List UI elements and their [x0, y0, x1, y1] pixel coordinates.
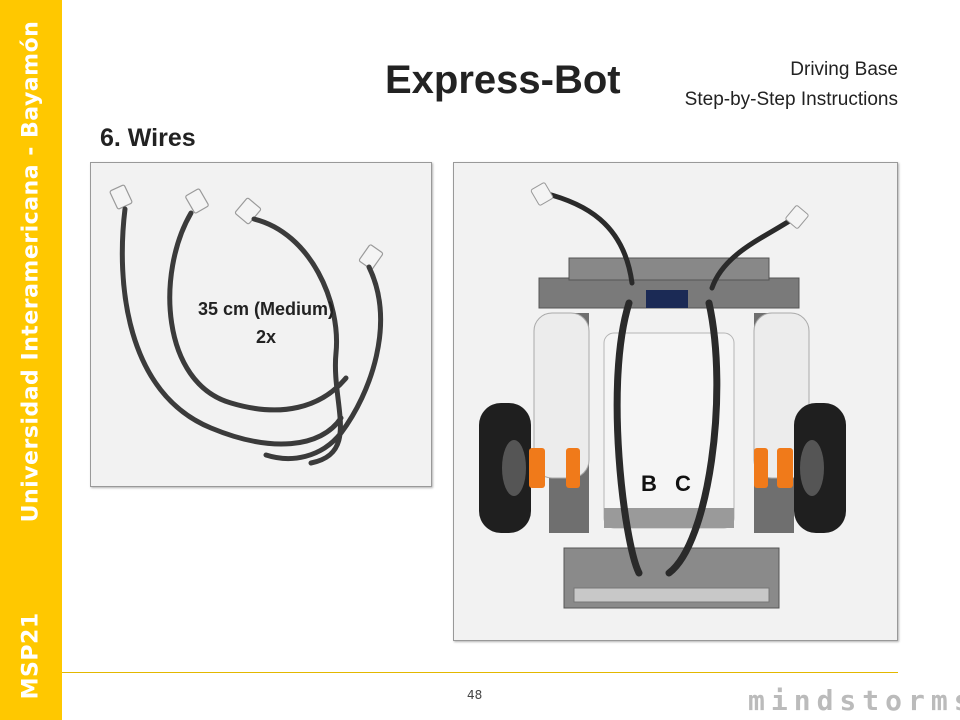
connector-1 — [109, 184, 133, 210]
robot-connector-2 — [785, 205, 809, 229]
wire-quantity-label: 2x — [255, 327, 277, 347]
left-hub — [502, 440, 526, 496]
page-number: 48 — [467, 688, 483, 702]
robot-wire-b — [613, 299, 643, 577]
sidebar: MSP21 Universidad Interamericana - Bayamó… — [0, 0, 62, 720]
page-subtitle: Driving Base Step-by-Step Instructions — [685, 55, 898, 115]
wire-2 — [251, 216, 343, 466]
right-axle-2 — [777, 448, 793, 488]
left-axle-1 — [529, 448, 545, 488]
wires-image-panel: 35 cm (Medium) 2x — [90, 162, 432, 487]
page-title: Express-Bot — [385, 58, 621, 102]
robot-illustration — [479, 182, 846, 609]
left-motor — [533, 312, 590, 479]
wires-illustration — [109, 184, 384, 466]
sidebar-code: MSP21 — [18, 612, 44, 700]
subtitle-line-2: Step-by-Step Instructions — [684, 89, 898, 110]
connector-4 — [358, 244, 384, 270]
sidebar-org: Universidad Interamericana - Bayamón — [18, 20, 44, 523]
step-title: 6. Wires — [100, 124, 196, 152]
mindstorms-logo: mindstorms — [748, 684, 960, 717]
connector-2 — [185, 188, 209, 214]
port-c-label: C — [675, 471, 691, 496]
robot-wire-top-right — [709, 215, 797, 291]
right-axle-1 — [754, 448, 768, 488]
sensor-block — [646, 290, 688, 308]
port-b-label: B — [641, 471, 657, 496]
rear-beam — [573, 587, 770, 603]
wire-2b — [263, 264, 384, 461]
right-hub — [800, 440, 824, 496]
footer-divider — [62, 672, 898, 673]
wire-length-label: 35 cm (Medium) — [197, 299, 335, 319]
sidebar-text: MSP21 Universidad Interamericana - Bayamó… — [19, 21, 44, 700]
wire-1b — [167, 210, 349, 413]
subtitle-line-1: Driving Base — [790, 59, 898, 80]
top-beam — [568, 257, 770, 281]
robot-connector-1 — [530, 182, 554, 206]
wire-1 — [119, 206, 344, 447]
wire-spec-label: 35 cm (Medium) 2x — [186, 295, 346, 351]
robot-wire-top-left — [541, 190, 635, 286]
robot-wire-c — [665, 299, 721, 577]
robot-image-panel: B C — [453, 162, 898, 641]
left-axle-2 — [566, 448, 580, 488]
